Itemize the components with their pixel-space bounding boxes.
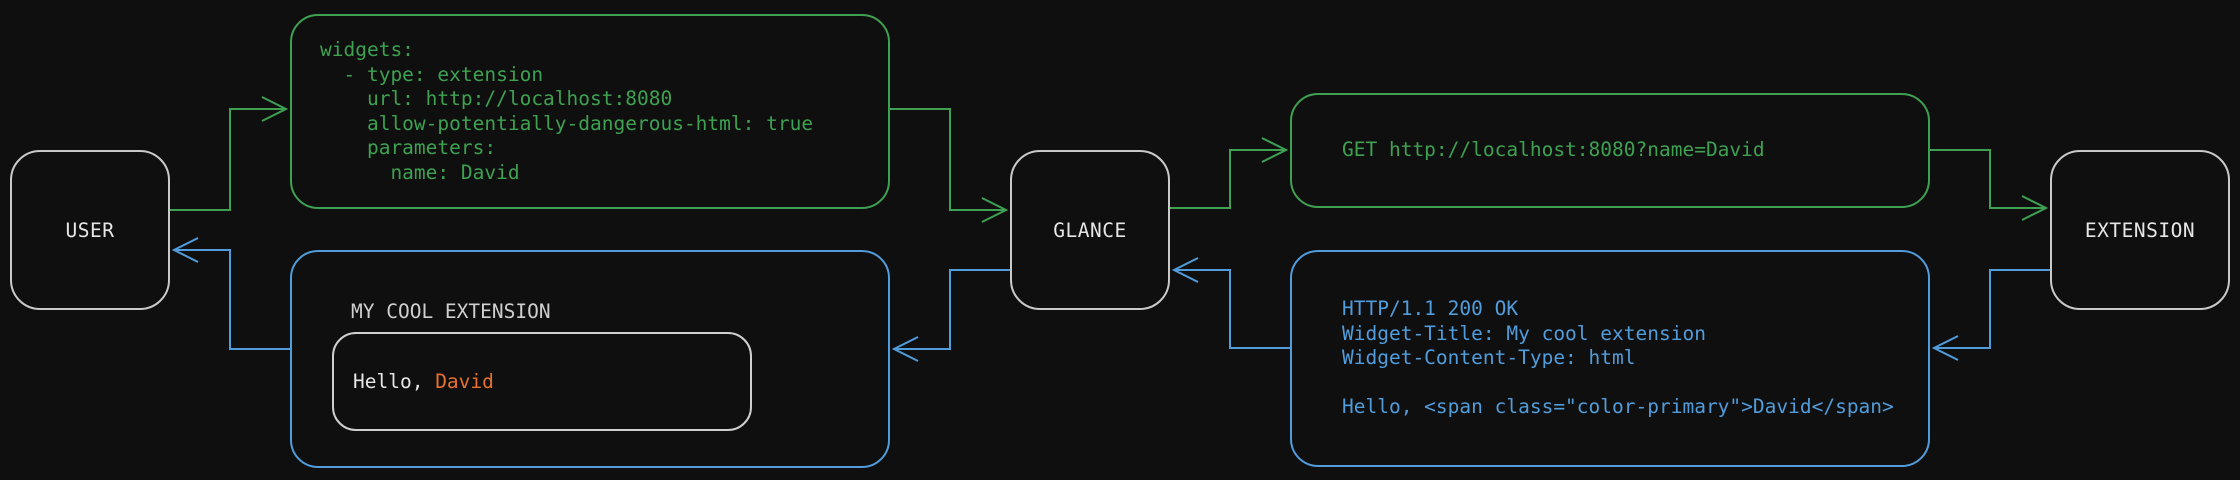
greeting-prefix: Hello, (353, 370, 436, 393)
arrow-request-to-extension (1930, 149, 2046, 208)
yaml-line: url: http://localhost:8080 (320, 87, 673, 110)
widget-content-box: Hello, David (332, 332, 752, 431)
yaml-line: name: David (320, 160, 520, 184)
response-line: Hello, <span class="color-primary">David… (1342, 395, 1894, 419)
widget-preview-box: MY COOL EXTENSION Hello, David (290, 250, 890, 468)
greeting-name: David (435, 370, 494, 393)
request-line: GET http://localhost:8080?name=David (1342, 138, 1765, 162)
arrow-config-to-glance (890, 108, 1006, 210)
yaml-config-box: widgets: - type: extension url: http://l… (290, 14, 890, 209)
arrow-user-to-config (170, 109, 286, 211)
arrow-glance-to-widget (894, 269, 1010, 349)
response-line: HTTP/1.1 200 OK (1342, 297, 1519, 321)
http-response-box: HTTP/1.1 200 OK Widget-Title: My cool ex… (1290, 250, 1930, 467)
response-line: Widget-Content-Type: html (1342, 346, 1636, 370)
node-glance: GLANCE (1010, 150, 1170, 310)
response-line (1342, 371, 1928, 396)
yaml-line: - type: extension (320, 62, 544, 86)
yaml-line: parameters: (320, 136, 497, 159)
http-request-box: GET http://localhost:8080?name=David (1290, 93, 1930, 208)
node-glance-label: GLANCE (1053, 218, 1127, 242)
yaml-line: allow-potentially-dangerous-html: true (320, 111, 814, 135)
arrow-glance-to-request (1170, 150, 1286, 209)
arrow-widget-to-user (174, 250, 290, 350)
node-extension-label: EXTENSION (2084, 218, 2196, 242)
node-user: USER (10, 150, 170, 310)
yaml-line: widgets: (320, 38, 414, 61)
arrow-extension-to-response (1934, 269, 2050, 348)
node-extension: EXTENSION (2050, 150, 2230, 310)
node-user-label: USER (65, 218, 115, 242)
widget-title: MY COOL EXTENSION (351, 300, 551, 323)
arrow-response-to-glance (1174, 270, 1290, 349)
response-line: Widget-Title: My cool extension (1342, 321, 1706, 345)
